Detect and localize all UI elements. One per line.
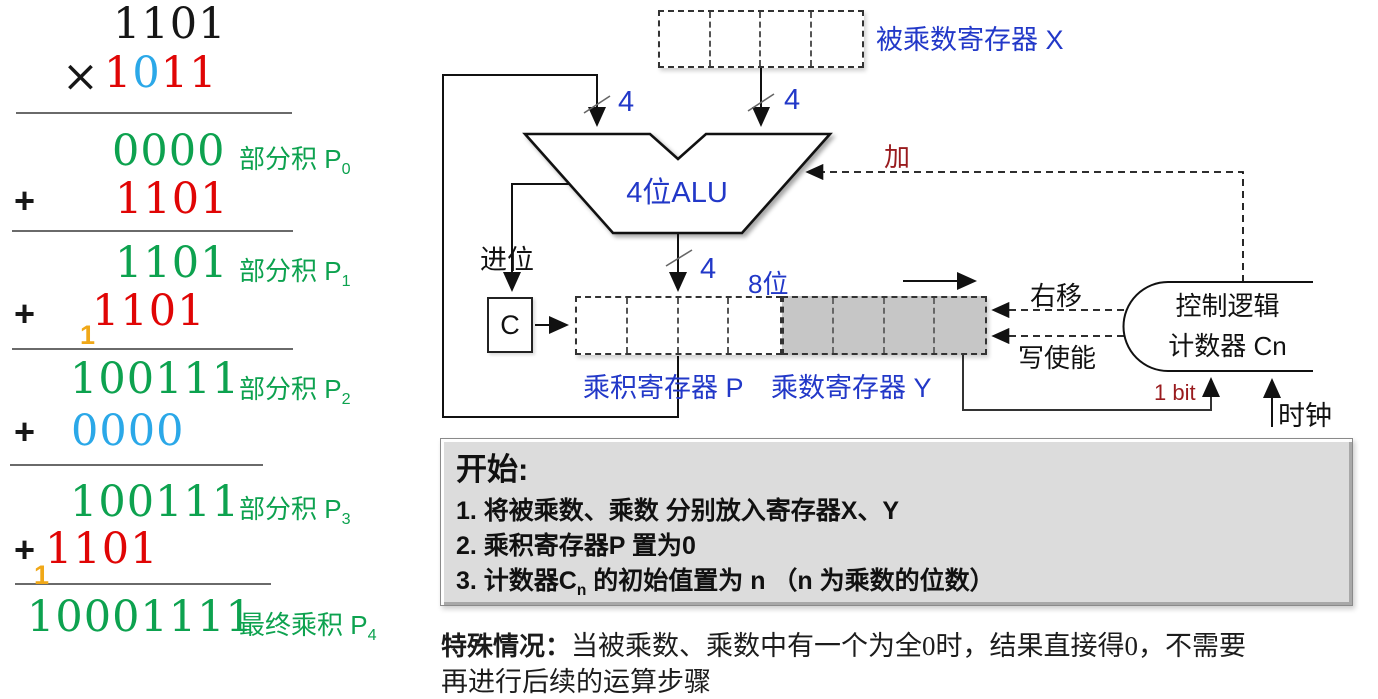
- instruction-step-2: 2. 乘积寄存器P 置为0: [456, 532, 696, 560]
- addend-row-2: 1101: [92, 286, 206, 336]
- control-logic-line1: 控制逻辑: [1175, 291, 1280, 321]
- addend-row-3: 0000: [71, 406, 185, 456]
- multiplier-value: 1011: [104, 52, 217, 95]
- wire-add-signal: [805, 163, 1244, 282]
- rule-line-2: [12, 230, 293, 232]
- final-product-value: 10001111: [27, 592, 254, 642]
- wire-p-feedback-to-alu: [442, 74, 679, 418]
- final-label-sub: 4: [367, 626, 377, 645]
- instruction-step-3: 3. 计数器Cn 的初始值置为 n （n 为乘数的位数）: [456, 561, 995, 600]
- shift-signal-label: 右移: [1030, 281, 1083, 311]
- step-3-subscript: n: [576, 582, 587, 599]
- wire-y-lowbit-to-control: [962, 355, 1220, 411]
- plus-sign-2: +: [14, 293, 36, 334]
- alu-shape: [522, 132, 833, 235]
- register-x-cell: [761, 12, 812, 66]
- bus-tick-right: [747, 93, 775, 112]
- bus-width-left-label: 4: [618, 86, 635, 118]
- register-p: [575, 296, 782, 355]
- multiplicand-value: 1101: [113, 0, 227, 49]
- instructions-title: 开始:: [456, 452, 529, 487]
- control-logic-outline: [1122, 281, 1313, 372]
- special-case-note-line2: 再进行后续的运算步骤: [441, 667, 711, 697]
- plus-sign-4: +: [14, 529, 36, 570]
- control-logic-text: 控制逻辑 计数器 Cn: [1140, 286, 1315, 366]
- plus-sign-1: +: [14, 180, 36, 221]
- times-sign: ×: [62, 51, 99, 102]
- special-case-lead: 特殊情况：: [441, 631, 572, 661]
- rule-line-5: [15, 583, 271, 585]
- partial-product-p3-label: 部分积 P3: [239, 489, 351, 529]
- partial-product-p2: 100111: [70, 354, 241, 404]
- rule-line-3: [12, 348, 293, 350]
- multiplier-digit-1: 1: [104, 48, 133, 98]
- carry-digit-1: 1: [80, 320, 96, 350]
- multiplier-digit-4: 1: [189, 48, 218, 98]
- register-x-label: 被乘数寄存器 X: [876, 25, 1064, 55]
- plus-sign-3: +: [14, 411, 36, 452]
- carry-box: C: [487, 297, 533, 353]
- register-x-cell: [812, 12, 863, 66]
- partial-product-p0-label: 部分积 P0: [239, 139, 351, 179]
- special-case-note-line1: 特殊情况：当被乘数、乘数中有一个为全0时，结果直接得0，不需要: [441, 624, 1246, 663]
- register-y-cell: [935, 298, 985, 353]
- p0-label-sub: 0: [341, 160, 351, 179]
- step-3-prefix: 3. 计数器C: [456, 567, 577, 595]
- partial-product-p0: 0000: [112, 126, 226, 176]
- p0-label-text: 部分积 P: [239, 144, 342, 174]
- instruction-step-1: 1. 将被乘数、乘数 分别放入寄存器X、Y: [456, 497, 900, 525]
- register-y: [782, 296, 987, 355]
- addend-row-1: 1101: [115, 174, 229, 224]
- carry-digit-2: 1: [34, 560, 50, 590]
- addend-row-4: 1101: [45, 524, 159, 574]
- register-y-label: 乘数寄存器 Y: [771, 373, 932, 403]
- register-p-cell: [577, 298, 628, 353]
- final-product-label: 最终乘积 P4: [239, 605, 377, 645]
- bus-width-out-label: 4: [700, 253, 717, 285]
- add-signal-label: 加: [884, 142, 911, 172]
- wire-carry-to-c: [503, 183, 569, 292]
- write-enable-label: 写使能: [1018, 343, 1097, 373]
- multiplier-digit-3: 1: [160, 48, 190, 98]
- p1-label-sub: 1: [341, 272, 351, 291]
- p3-label-text: 部分积 P: [239, 494, 342, 524]
- bus-tick-left: [583, 95, 611, 114]
- clock-label: 时钟: [1278, 401, 1332, 431]
- final-label-text: 最终乘积 P: [239, 610, 368, 640]
- partial-product-p2-label: 部分积 P2: [239, 369, 351, 409]
- register-y-cell: [784, 298, 835, 353]
- register-x-cell: [711, 12, 761, 66]
- rule-line-4: [10, 464, 263, 466]
- register-p-label: 乘积寄存器 P: [583, 373, 744, 403]
- rule-line-1: [16, 112, 292, 114]
- p1-label-text: 部分积 P: [239, 256, 342, 286]
- register-y-cell: [834, 298, 885, 353]
- partial-product-p3: 100111: [70, 477, 241, 527]
- bus-width-right-label: 4: [784, 84, 801, 116]
- one-bit-label: 1 bit: [1154, 380, 1196, 405]
- p2-label-sub: 2: [341, 390, 351, 409]
- register-p-cell: [628, 298, 679, 353]
- register-x-cell: [660, 12, 711, 66]
- p3-label-sub: 3: [341, 510, 351, 529]
- register-p-cell: [679, 298, 730, 353]
- register-y-cell: [885, 298, 935, 353]
- carry-label: 进位: [480, 245, 534, 275]
- start-instructions-panel: [440, 438, 1353, 606]
- register-x: [658, 10, 864, 68]
- control-logic-line2: 计数器 Cn: [1168, 331, 1287, 361]
- partial-product-p1: 1101: [115, 238, 229, 288]
- bus-tick-out: [665, 249, 693, 267]
- p2-label-text: 部分积 P: [239, 374, 342, 404]
- register-p-cell: [729, 298, 780, 353]
- step-3-suffix: 的初始值置为 n （n 为乘数的位数）: [586, 567, 995, 595]
- multiplier-digit-2: 0: [132, 48, 161, 98]
- special-case-text1: 当被乘数、乘数中有一个为全0时，结果直接得0，不需要: [571, 631, 1247, 661]
- alu-label: 4位ALU: [626, 177, 728, 209]
- bus-width-total-label: 8位: [748, 269, 789, 299]
- partial-product-p1-label: 部分积 P1: [239, 251, 351, 291]
